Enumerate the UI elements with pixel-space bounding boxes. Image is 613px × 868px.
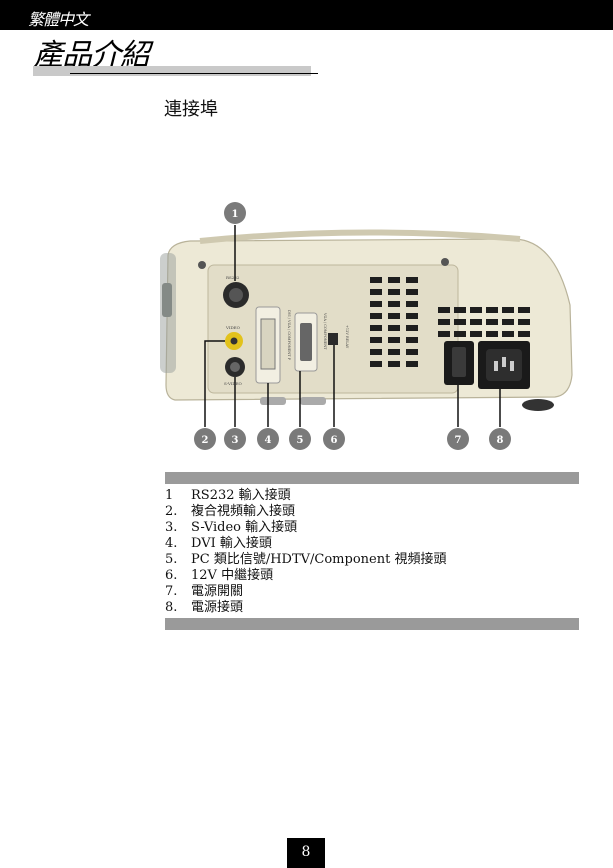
page-number-box: 8: [287, 838, 325, 868]
language-label: 繁體中文: [28, 10, 89, 29]
list-item: 5. PC 類比信號/HDTV/Component 視頻接頭: [165, 552, 446, 568]
table-top-bar: [165, 472, 579, 484]
list-item: 7. 電源開關: [165, 584, 446, 600]
rs232-port-label: RS232: [226, 275, 240, 280]
section-title: 連接埠: [164, 99, 218, 120]
page-number: 8: [301, 844, 311, 860]
projector-rear-photo: RS232 VIDEO S-VIDEO DVI / VGA / COMPONEN…: [160, 202, 573, 450]
list-item-number: 7.: [165, 584, 178, 599]
callout-2-number: 2: [202, 435, 209, 446]
header-bar: 繁體中文: [0, 0, 613, 30]
list-item-label: S-Video 輸入接頭: [191, 520, 298, 535]
list-item: 8. 電源接頭: [165, 600, 446, 616]
callout-8-number: 8: [497, 435, 504, 446]
callout-6-number: 6: [331, 435, 338, 446]
callout-3: [224, 428, 246, 450]
list-item: 3. S-Video 輸入接頭: [165, 520, 446, 536]
list-item: 4. DVI 輸入接頭: [165, 536, 446, 552]
callout-1-number: 1: [232, 209, 239, 220]
list-item-label: PC 類比信號/HDTV/Component 視頻接頭: [191, 552, 447, 567]
list-item-number: 2.: [165, 504, 178, 519]
callout-7: [447, 428, 469, 450]
list-item: 2. 複合視頻輸入接頭: [165, 504, 446, 520]
table-bottom-bar: [165, 618, 579, 630]
callout-5: [289, 428, 311, 450]
relay-port-label: +12V RELAY: [345, 325, 349, 349]
list-item-number: 4.: [165, 536, 178, 551]
video-port-label: VIDEO: [225, 325, 241, 330]
list-item: 6. 12V 中繼接頭: [165, 568, 446, 584]
list-item-number: 3.: [165, 520, 178, 535]
callout-2: [194, 428, 216, 450]
title-underline-rule: [70, 73, 318, 74]
callout-3-number: 3: [232, 435, 239, 446]
callout-4: [257, 428, 279, 450]
list-item-label: 電源接頭: [191, 600, 244, 615]
callout-7-number: 7: [455, 435, 462, 446]
list-item-label: 複合視頻輸入接頭: [191, 504, 296, 519]
list-item-number: 5.: [165, 552, 178, 567]
connector-list: 1 RS232 輸入接頭 2. 複合視頻輸入接頭 3. S-Video 輸入接頭 4.…: [165, 488, 446, 616]
title-underline-band: [33, 66, 311, 76]
svideo-port-label: S-VIDEO: [224, 381, 243, 386]
list-item-label: DVI 輸入接頭: [191, 536, 272, 551]
list-item-label: 12V 中繼接頭: [191, 568, 274, 583]
dvi-port-label: DVI / VGA / COMPONENT P: [287, 310, 291, 361]
callout-6: [323, 428, 345, 450]
list-item-number: 6.: [165, 568, 178, 583]
callout-5-number: 5: [297, 435, 304, 446]
list-item: 1 RS232 輸入接頭: [165, 488, 446, 504]
callout-1: [224, 202, 246, 224]
callout-8: [489, 428, 511, 450]
callout-4-number: 4: [265, 435, 272, 446]
list-item-label: 電源開關: [191, 584, 244, 599]
vga-port-label: VGA / COMPONENT: [323, 312, 327, 350]
list-item-number: 8.: [165, 600, 178, 615]
list-item-number: 1: [165, 488, 174, 503]
list-item-label: RS232 輸入接頭: [191, 488, 291, 503]
